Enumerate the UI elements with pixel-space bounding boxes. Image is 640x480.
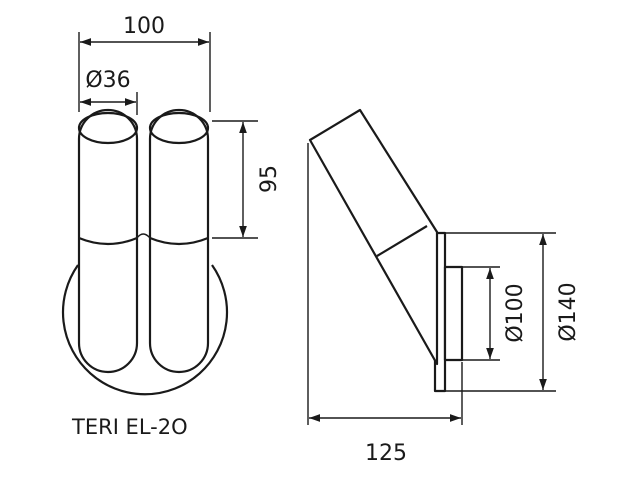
dim-outer-value: Ø140 <box>556 282 581 341</box>
model-label: TERI EL-2O <box>71 415 188 439</box>
dim-inner-value: Ø100 <box>503 283 528 342</box>
front-tube-right-cap <box>148 111 210 145</box>
dim-height-value: 95 <box>257 165 282 193</box>
front-tube-link <box>136 233 151 239</box>
side-tube <box>308 108 439 366</box>
front-view: 100 Ø36 95 TERI EL-2O <box>61 14 282 439</box>
dim-depth-value: 125 <box>365 441 407 466</box>
side-tube-joint <box>376 225 428 257</box>
front-tube-left-cap <box>77 111 139 145</box>
front-tube-right-band <box>149 236 209 246</box>
side-mount-block <box>443 265 464 362</box>
front-base-plate <box>61 264 229 396</box>
dim-width-value: 100 <box>123 14 165 39</box>
front-tube-left <box>77 108 139 374</box>
front-tube-left-band <box>78 236 138 246</box>
front-tube-right <box>148 108 210 374</box>
dim-tube-value: Ø36 <box>85 68 130 93</box>
side-view: 125 Ø100 Ø140 <box>307 108 581 466</box>
